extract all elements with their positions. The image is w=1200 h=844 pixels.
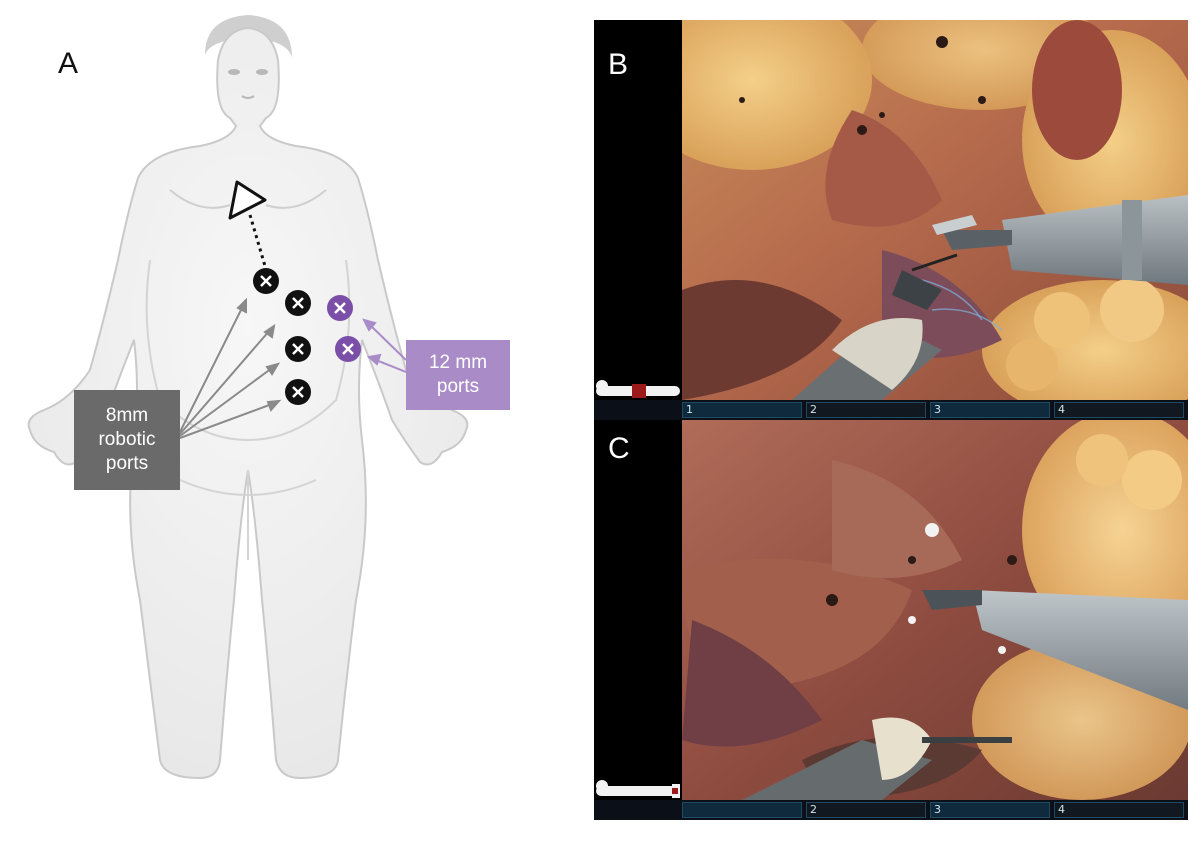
patient-position-icon xyxy=(596,780,680,798)
robotic-port-marker xyxy=(285,379,311,405)
arm-2-status xyxy=(806,402,926,418)
panel-c-label: C xyxy=(608,432,630,465)
camera-icon xyxy=(228,180,267,220)
arm-4-number: 4 xyxy=(1058,803,1065,816)
large-port-markers xyxy=(327,295,361,362)
body-outline xyxy=(27,26,469,780)
robotic-ports-label-box: 8mm robotic ports xyxy=(74,390,180,490)
large-ports-line-2: ports xyxy=(436,376,480,397)
large-port-marker xyxy=(335,336,361,362)
instrument-status-bar: 2 3 4 xyxy=(594,800,1188,820)
surgical-scene-b xyxy=(682,20,1188,400)
arm-1-number: 1 xyxy=(686,403,693,416)
patient-position-icon xyxy=(596,380,680,398)
large-port-marker xyxy=(327,295,353,321)
large-ports-label-box: 12 mm ports xyxy=(406,340,510,410)
large-port-arrows xyxy=(362,318,407,373)
panel-a-port-placement: A 8mm robotic ports 12 mm ports xyxy=(0,0,560,839)
robotic-port-marker xyxy=(285,336,311,362)
arm-4-number: 4 xyxy=(1058,403,1065,416)
panel-c-surgical-view: 2 3 4 C xyxy=(594,420,1188,820)
panel-b-label: B xyxy=(608,48,629,81)
arm-2-number: 2 xyxy=(810,403,817,416)
surgical-scene-c xyxy=(682,420,1188,800)
arm-3-number: 3 xyxy=(934,403,941,416)
arm-3-number: 3 xyxy=(934,803,941,816)
instrument-status-bar: 1 2 3 4 xyxy=(594,400,1188,420)
arm-1-status xyxy=(682,402,802,418)
panel-a-label: A xyxy=(58,47,79,80)
large-ports-line-1: 12 mm xyxy=(428,352,488,373)
arm-4-status xyxy=(1054,802,1184,818)
arm-1-status xyxy=(682,802,802,818)
robotic-port-markers xyxy=(253,268,311,405)
robotic-ports-line-2: robotic xyxy=(98,429,156,450)
robotic-port-arrows xyxy=(179,297,282,439)
arm-2-status xyxy=(806,802,926,818)
arm-4-status xyxy=(1054,402,1184,418)
robotic-ports-line-1: 8mm xyxy=(105,405,149,426)
camera-dotted-line xyxy=(248,214,267,267)
robotic-port-marker xyxy=(285,290,311,316)
panel-b-surgical-view: 1 2 3 4 B xyxy=(594,20,1188,420)
arm-2-number: 2 xyxy=(810,803,817,816)
arm-3-status xyxy=(930,802,1050,818)
arm-3-status xyxy=(930,402,1050,418)
robotic-port-marker xyxy=(253,268,279,294)
robotic-ports-line-3: ports xyxy=(105,453,149,474)
body-illustration xyxy=(27,15,469,780)
